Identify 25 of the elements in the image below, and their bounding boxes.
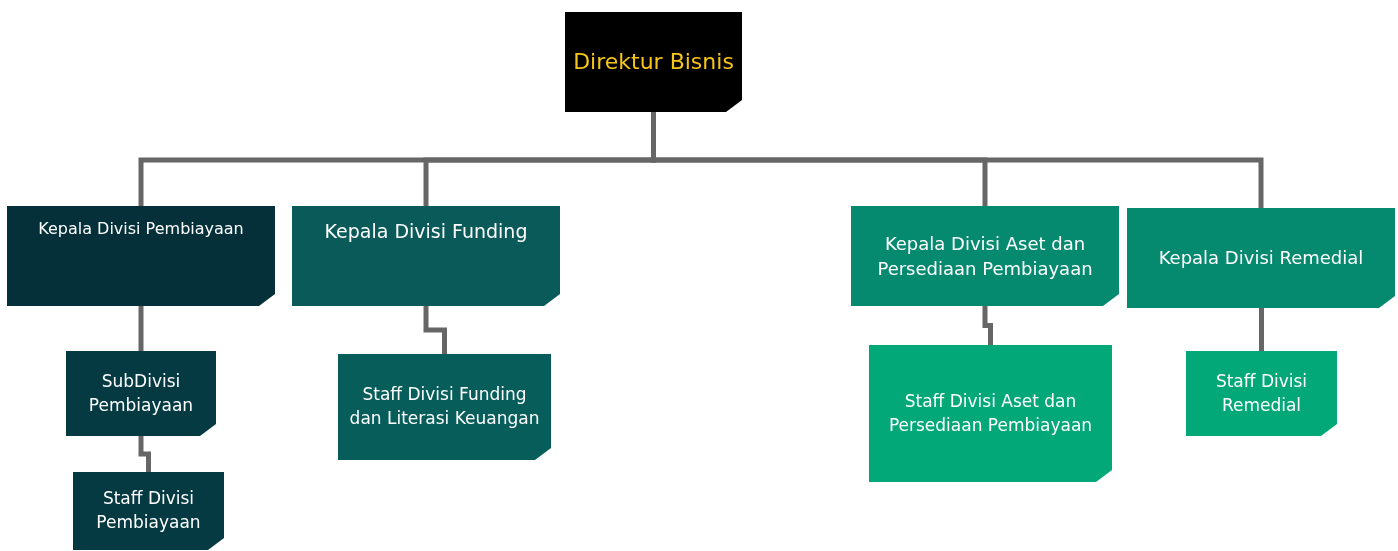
- position-title: Direktur Bisnis: [572, 47, 735, 76]
- org-box: [7, 206, 275, 306]
- position-title: Kepala Divisi Remedial: [1157, 246, 1365, 271]
- org-box: [565, 12, 742, 112]
- org-box: [292, 206, 560, 306]
- position-title: Staff Divisi Aset dan Persediaan Pembiayaan: [887, 389, 1094, 437]
- org-box: [1127, 208, 1395, 308]
- position-title: Staff Divisi Pembiayaan: [95, 487, 202, 534]
- org-box: [869, 345, 1112, 482]
- org-box: [66, 351, 216, 436]
- position-title: Kepala Divisi Aset dan Persediaan Pembiayaan: [876, 231, 1094, 281]
- connector-line: [982, 306, 993, 345]
- position-title: Staff Divisi Funding dan Literasi Keuangan: [348, 383, 541, 430]
- org-box: [851, 206, 1119, 306]
- connector-line: [138, 436, 151, 472]
- connector-line: [423, 306, 447, 354]
- org-box: [338, 354, 551, 460]
- org-box: [1186, 351, 1337, 436]
- position-title: SubDivisi Pembiayaan: [87, 369, 195, 417]
- position-title: Staff Divisi Remedial: [1214, 369, 1309, 417]
- connector-line: [138, 306, 144, 351]
- connector-line: [1259, 308, 1264, 351]
- org-box: [73, 472, 224, 550]
- position-title: Kepala Divisi Funding: [323, 219, 529, 244]
- position-title: Kepala Divisi Pembiayaan: [37, 218, 245, 240]
